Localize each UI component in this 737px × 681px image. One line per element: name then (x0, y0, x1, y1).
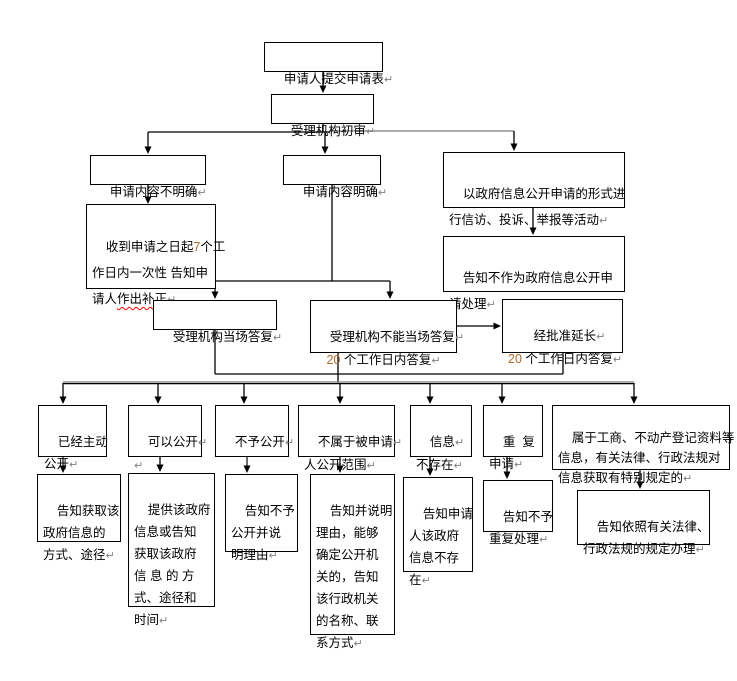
box-explain-and-refer-text: 告知并说明 理由，能够 确定公开机 关的，告知 该行政机关 的名称、联 系方式↵ (316, 504, 393, 650)
box-not-as-request-text: 告知不作为政府信息公开申 请处理↵ (449, 271, 613, 311)
box-special-regulation-text: 属于工商、不动产登记资料等 信息，有关法律、行政法规对 信息获取有特别规定的↵ (558, 431, 735, 485)
box-can-public: 可以公开↵ ↵ (128, 405, 207, 472)
box-extend-20days: 经批准延长↵ 20 个工作日内答复↵ (502, 299, 623, 366)
box-initial-review: 受理机构初审↵ (271, 94, 375, 138)
box-can-public-text: 可以公开↵ ↵ (134, 435, 208, 472)
box-tell-not-exist: 告知申请 人该政府 信息不存 在↵ (403, 477, 473, 587)
box-petition-form-text: 以政府信息公开申请的形式进 行信访、投诉、举报等活动↵ (449, 187, 626, 227)
box-answer-onspot: 受理机构当场答复↵ (153, 300, 282, 344)
box-not-in-scope-text: 不属于被申请↵ 人公开范围↵ (304, 435, 403, 472)
box-handle-per-law: 告知依照有关法律、 行政法规的规定办理↵ (577, 490, 710, 556)
box-no-repeat-handle-text: 告知不予 重复处理↵ (489, 510, 553, 546)
box-repeat-request-text: 重 复 申请↵ (489, 435, 535, 471)
box-content-unclear: 申请内容不明确↵ (90, 155, 207, 199)
box-answer-20days-text: 受理机构不能当场答复↵ 20 个工作日内答复↵ (326, 330, 465, 367)
box-tell-not-exist-text: 告知申请 人该政府 信息不存 在↵ (409, 507, 473, 587)
box-initial-review-text: 受理机构初审↵ (290, 124, 376, 138)
box-special-regulation: 属于工商、不动产登记资料等 信息，有关法律、行政法规对 信息获取有特别规定的↵ (552, 405, 734, 485)
box-already-public: 已经主动 公开↵ (38, 405, 108, 471)
box-deny-with-reason-text: 告知不予 公开并说 明理由↵ (231, 504, 295, 562)
box-tell-way-text: 告知获取该 政府信息的 方式、途径↵ (43, 504, 120, 562)
box-explain-and-refer: 告知并说明 理由，能够 确定公开机 关的，告知 该行政机关 的名称、联 系方式↵ (310, 474, 395, 650)
box-answer-onspot-text: 受理机构当场答复↵ (172, 330, 283, 344)
box-content-clear: 申请内容明确↵ (283, 155, 387, 199)
box-deny-public-text: 不予公开↵ (234, 435, 295, 449)
box-answer-20days: 受理机构不能当场答复↵ 20 个工作日内答复↵ (310, 300, 464, 367)
box-info-not-exist-text: 信息↵ 不存在↵ (416, 435, 465, 472)
box-handle-per-law-text: 告知依照有关法律、 行政法规的规定办理↵ (583, 520, 710, 556)
box-extend-20days-text: 经批准延长↵ 20 个工作日内答复↵ (508, 329, 623, 366)
box-provide-info: 提供该政府 信息或告知 获取该政府 信 息 的 方 式、途径和 时间↵ (128, 473, 215, 627)
box-no-repeat-handle: 告知不予 重复处理↵ (483, 480, 553, 546)
box-deny-public: 不予公开↵ (215, 405, 294, 457)
box-tell-way: 告知获取该 政府信息的 方式、途径↵ (37, 474, 121, 562)
box-info-not-exist: 信息↵ 不存在↵ (410, 405, 472, 472)
box-not-in-scope: 不属于被申请↵ 人公开范围↵ (298, 405, 402, 472)
box-content-unclear-text: 申请内容不明确↵ (109, 185, 207, 199)
box-repeat-request: 重 复 申请↵ (483, 405, 543, 471)
box-not-as-request: 告知不作为政府信息公开申 请处理↵ (443, 236, 625, 311)
box-provide-info-text: 提供该政府 信息或告知 获取该政府 信 息 的 方 式、途径和 时间↵ (134, 503, 211, 627)
box-already-public-text: 已经主动 公开↵ (44, 435, 108, 471)
box-submit-application: 申请人提交申请表↵ (264, 42, 393, 86)
box-submit-application-text: 申请人提交申请表↵ (283, 72, 394, 86)
box-deny-with-reason: 告知不予 公开并说 明理由↵ (225, 474, 298, 562)
box-request-correction: 收到申请之日起7个工 作日内一次性 告知申 请人作出补正↵ (86, 204, 225, 306)
box-petition-form: 以政府信息公开申请的形式进 行信访、投诉、举报等活动↵ (443, 152, 625, 227)
box-content-clear-text: 申请内容明确↵ (302, 185, 388, 199)
